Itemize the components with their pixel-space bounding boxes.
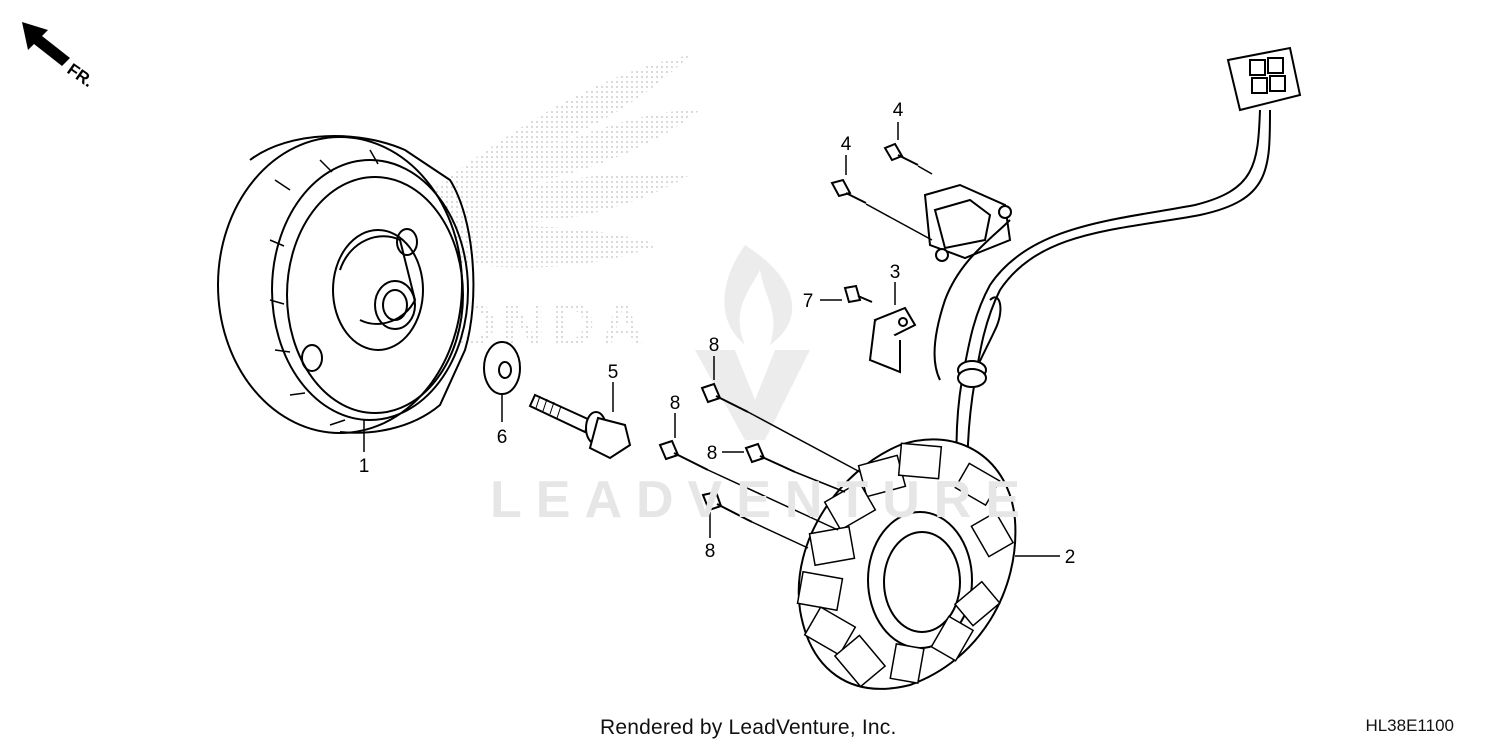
callout-4a: 4 (893, 100, 904, 121)
wire-harness (933, 109, 1271, 501)
bolt-4b (830, 178, 867, 204)
bolt-8a (700, 382, 749, 413)
watermark-text: LEADVENTURE (490, 471, 1035, 529)
grommet (957, 360, 987, 388)
stator (796, 438, 1017, 690)
callout-8b: 8 (670, 393, 681, 414)
callout-8d: 8 (705, 541, 716, 562)
wire-connector (1226, 46, 1302, 112)
callout-8a: 8 (709, 335, 720, 356)
callout-2: 2 (1065, 547, 1076, 568)
bolt-4a (883, 142, 919, 166)
diagram-code: HL38E1100 (1365, 716, 1454, 735)
bolt-7 (843, 284, 873, 304)
flange-bolt (528, 393, 632, 460)
pulse-generator (923, 183, 1012, 262)
bolt-8d (701, 490, 753, 523)
bolt-8c (744, 442, 796, 473)
callout-8c: 8 (707, 443, 718, 464)
callout-7: 7 (803, 291, 814, 312)
washer (483, 341, 521, 395)
bolt-8b (658, 439, 709, 471)
front-direction-arrow: FR. (22, 22, 97, 91)
callout-1: 1 (359, 456, 370, 477)
callout-5: 5 (608, 362, 619, 383)
callout-4b: 4 (841, 134, 852, 155)
leadventure-logo-watermark (695, 245, 810, 440)
callout-6: 6 (497, 427, 508, 448)
wire-clamp (868, 306, 917, 374)
footer-credit: Rendered by LeadVenture, Inc. (600, 716, 897, 739)
front-direction-label: FR. (64, 60, 97, 91)
callout-3: 3 (890, 262, 901, 283)
flywheel (217, 135, 475, 434)
